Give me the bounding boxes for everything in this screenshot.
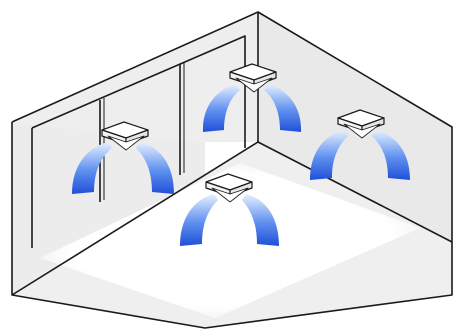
floor-light-area: [40, 163, 420, 318]
airflow-streams: [72, 84, 410, 246]
cassette-unit-center: [205, 173, 253, 203]
cassette-unit-back: [229, 63, 277, 93]
cassette-unit-right: [337, 109, 385, 139]
room-floor: [12, 142, 452, 328]
cassette-unit-left: [101, 121, 149, 151]
